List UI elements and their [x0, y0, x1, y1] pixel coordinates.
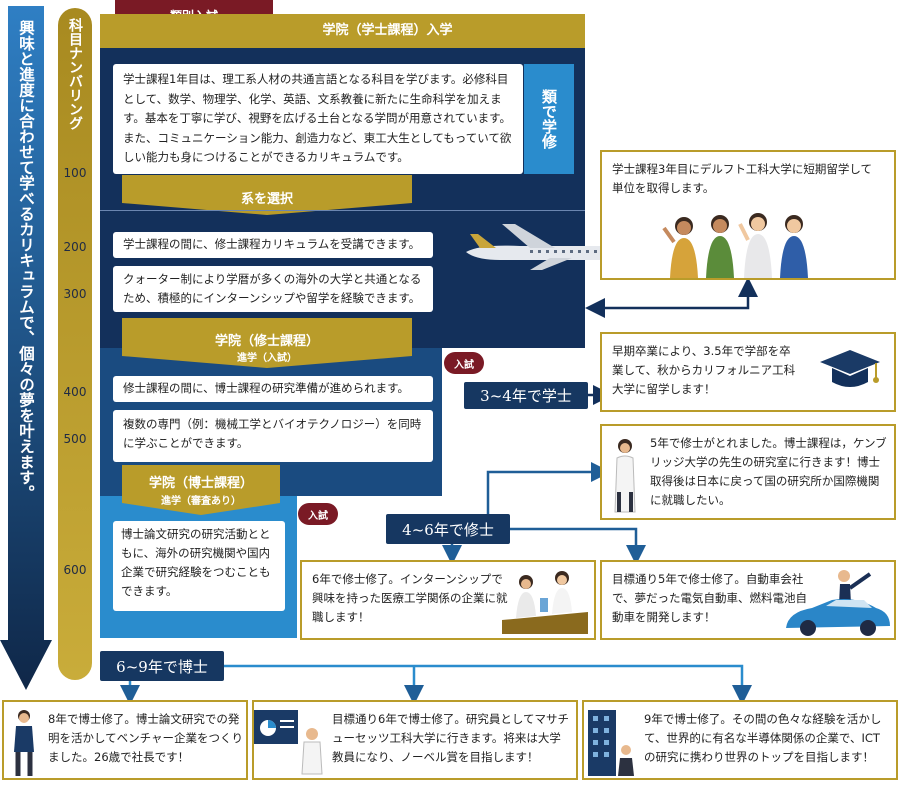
- car-icon: [782, 568, 894, 638]
- story-early: 早期卒業により、3.5年で学部を卒業して、秋からカリフォルニア工科大学に留学しま…: [600, 332, 896, 412]
- story-venture: 8年で博士修了。博士論文研究での発明を活かしてベンチャー企業をつくりました。26…: [2, 700, 248, 780]
- story-medical: 6年で修士修了。インターンシップで興味を持った医療工学関係の企業に就職します！: [300, 560, 596, 640]
- researcher-icon: [610, 436, 640, 516]
- story-venture-text: 8年で博士修了。博士論文研究での発明を活かしてベンチャー企業をつくりました。26…: [48, 710, 244, 767]
- story-ict: 9年で博士修了。その間の色々な経験を活かして、世界的に有名な半導体関係の企業で、…: [582, 700, 898, 780]
- students-icon: [654, 208, 834, 280]
- story-medical-text: 6年で修士修了。インターンシップで興味を持った医療工学関係の企業に就職します！: [312, 570, 512, 627]
- presentation-icon: [254, 708, 328, 778]
- story-ict-text: 9年で博士修了。その間の色々な経験を活かして、世界的に有名な半導体関係の企業で、…: [644, 710, 890, 767]
- story-delft: 学士課程3年目にデルフト工科大学に短期留学して単位を取得します。: [600, 150, 896, 280]
- story-mit-text: 目標通り6年で博士修了。研究員としてマサチューセッツ工科大学に行きます。将来は大…: [332, 710, 572, 767]
- ceo-icon: [10, 708, 40, 778]
- lab-icon: [502, 568, 588, 634]
- story-cambridge-text: 5年で修士がとれました。博士課程は，ケンブリッジ大学の先生の研究室に行きます！博…: [650, 434, 890, 510]
- story-delft-text: 学士課程3年目にデルフト工科大学に短期留学して単位を取得します。: [612, 160, 882, 198]
- graduation-cap-icon: [816, 344, 882, 394]
- story-early-text: 早期卒業により、3.5年で学部を卒業して、秋からカリフォルニア工科大学に留学しま…: [612, 342, 802, 399]
- story-car: 目標通り5年で修士修了。自動車会社で、夢だった電気自動車、燃料電池自動車を開発し…: [600, 560, 896, 640]
- story-cambridge: 5年で修士がとれました。博士課程は，ケンブリッジ大学の先生の研究室に行きます！博…: [600, 424, 896, 520]
- story-mit: 目標通り6年で博士修了。研究員としてマサチューセッツ工科大学に行きます。将来は大…: [252, 700, 578, 780]
- building-icon: [584, 706, 634, 778]
